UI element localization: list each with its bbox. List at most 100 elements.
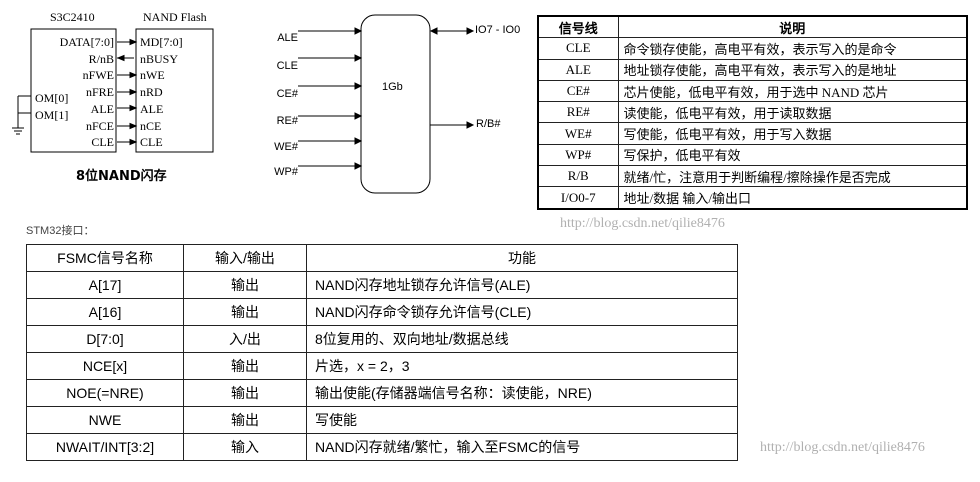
- nand-pin-list: MD[7:0] nBUSY nWE nRD ALE nCE CLE: [140, 34, 183, 151]
- signal-desc: 就绪/忙，注意用于判断编程/擦除操作是否完成: [617, 165, 968, 188]
- signal-desc: 地址/数据 输入/输出口: [617, 186, 968, 210]
- header-desc: 说明: [617, 15, 968, 39]
- signal-name: CLE: [537, 37, 619, 60]
- io-label: IO7 - IO0: [475, 24, 521, 36]
- chip-input: CLE: [276, 60, 298, 72]
- cpu-pin-list: DATA[7:0] R/nB nFWE nFRE ALE nFCE CLE: [31, 34, 114, 151]
- s3c2410-diagram: S3C2410 NAND Flash DATA[7:0] R/nB nFWE n…: [0, 0, 240, 190]
- om-pin: OM[1]: [35, 107, 69, 122]
- fsmc-direction: 输出: [183, 406, 307, 434]
- header-signal: 信号线: [537, 15, 619, 39]
- header-function: 功能: [306, 244, 738, 272]
- table-row: RE#读使能，低电平有效，用于读取数据: [537, 101, 968, 124]
- signal-name: R/B: [537, 165, 619, 188]
- cpu-pin: DATA[7:0]: [59, 35, 114, 49]
- nand-pin: CLE: [140, 135, 163, 150]
- nand-pin: MD[7:0]: [140, 35, 183, 49]
- signal-desc: 芯片使能，低电平有效，用于选中 NAND 芯片: [617, 79, 968, 103]
- nand-chip-diagram: ALE CLE CE# RE# WE# WP# 1Gb IO7 - IO0 R/…: [260, 0, 535, 195]
- nand-pin: nBUSY: [140, 51, 179, 66]
- stm32-label: STM32接口：: [26, 225, 95, 237]
- watermark: http://blog.csdn.net/qilie8476: [760, 440, 925, 455]
- signal-desc: 读使能，低电平有效，用于读取数据: [617, 101, 968, 124]
- fsmc-direction: 输出: [183, 352, 307, 380]
- chip-input-list: ALE CLE CE# RE# WE# WP#: [268, 24, 298, 186]
- signal-desc: 写保护，低电平有效: [617, 143, 968, 167]
- nand-pin: nCE: [140, 118, 162, 133]
- nand-pin: nWE: [140, 68, 165, 83]
- signal-name: WE#: [537, 122, 619, 145]
- nand-title: NAND Flash: [143, 10, 207, 24]
- fsmc-direction: 输出: [183, 379, 307, 407]
- fsmc-direction: 输出: [183, 298, 307, 326]
- chip-label: 1Gb: [382, 81, 403, 93]
- fsmc-function: 输出使能(存储器端信号名称：读使能，NRE): [306, 379, 738, 407]
- cpu-pin: nFWE: [82, 68, 114, 83]
- fsmc-direction: 输出: [183, 271, 307, 299]
- signal-name: RE#: [537, 101, 619, 124]
- chip-input: CE#: [276, 88, 298, 100]
- fsmc-function: 片选，x = 2，3: [306, 352, 738, 380]
- nand-pin: nRD: [140, 85, 163, 100]
- cpu-pin: CLE: [91, 135, 114, 150]
- cpu-pin: R/nB: [88, 51, 114, 66]
- signal-name: I/O0-7: [537, 186, 619, 210]
- chip-input: ALE: [277, 32, 298, 44]
- signal-desc: 地址锁存使能，高电平有效，表示写入的是地址: [617, 58, 968, 81]
- cpu-pin: ALE: [90, 101, 114, 116]
- fsmc-signal: NCE[x]: [26, 352, 184, 380]
- diagram-caption: 8位NAND闪存: [76, 169, 167, 184]
- fsmc-signal: NWE: [26, 406, 184, 434]
- signal-name: ALE: [537, 58, 619, 81]
- fsmc-function: NAND闪存就绪/繁忙，输入至FSMC的信号: [306, 433, 738, 461]
- signal-name: CE#: [537, 79, 619, 103]
- fsmc-function: NAND闪存地址锁存允许信号(ALE): [306, 271, 738, 299]
- table-row: CE#芯片使能，低电平有效，用于选中 NAND 芯片: [537, 79, 968, 103]
- fsmc-signal: NOE(=NRE): [26, 379, 184, 407]
- fsmc-signal: A[16]: [26, 298, 184, 326]
- table-row: WE#写使能，低电平有效，用于写入数据: [537, 122, 968, 145]
- om-pin-list: OM[0] OM[1]: [35, 90, 68, 123]
- chip-input: WE#: [274, 141, 298, 153]
- fsmc-signal: D[7:0]: [26, 325, 184, 353]
- chip-input: WP#: [274, 166, 298, 178]
- fsmc-signal: NWAIT/INT[3:2]: [26, 433, 184, 461]
- nand-pin: ALE: [140, 101, 164, 116]
- table-row: WP#写保护，低电平有效: [537, 143, 968, 167]
- watermark: http://blog.csdn.net/qilie8476: [560, 216, 725, 231]
- chip-input: RE#: [276, 115, 298, 127]
- fsmc-function: 8位复用的、双向地址/数据总线: [306, 325, 738, 353]
- table-header-row: 信号线说明: [537, 15, 968, 39]
- table-row: NCE[x]输出片选，x = 2，3: [26, 352, 738, 380]
- header-name: FSMC信号名称: [26, 244, 184, 272]
- fsmc-direction: 入/出: [183, 325, 307, 353]
- signal-name: WP#: [537, 143, 619, 167]
- fsmc-function: NAND闪存命令锁存允许信号(CLE): [306, 298, 738, 326]
- table-header-row: FSMC信号名称输入/输出功能: [26, 244, 738, 272]
- s3c2410-wiring: [12, 28, 214, 153]
- signal-desc: 写使能，低电平有效，用于写入数据: [617, 122, 968, 145]
- cpu-title: S3C2410: [50, 10, 95, 24]
- table-row: NOE(=NRE)输出输出使能(存储器端信号名称：读使能，NRE): [26, 379, 738, 407]
- fsmc-signal: A[17]: [26, 271, 184, 299]
- chip-wiring: [298, 14, 475, 194]
- rb-label: R/B#: [476, 118, 501, 130]
- fsmc-direction: 输入: [183, 433, 307, 461]
- om-pin: OM[0]: [35, 91, 69, 105]
- signal-desc: 命令锁存使能，高电平有效，表示写入的是命令: [617, 37, 968, 60]
- cpu-pin: nFCE: [85, 118, 114, 133]
- cpu-pin: nFRE: [85, 85, 114, 100]
- header-direction: 输入/输出: [183, 244, 307, 272]
- fsmc-function: 写使能: [306, 406, 738, 434]
